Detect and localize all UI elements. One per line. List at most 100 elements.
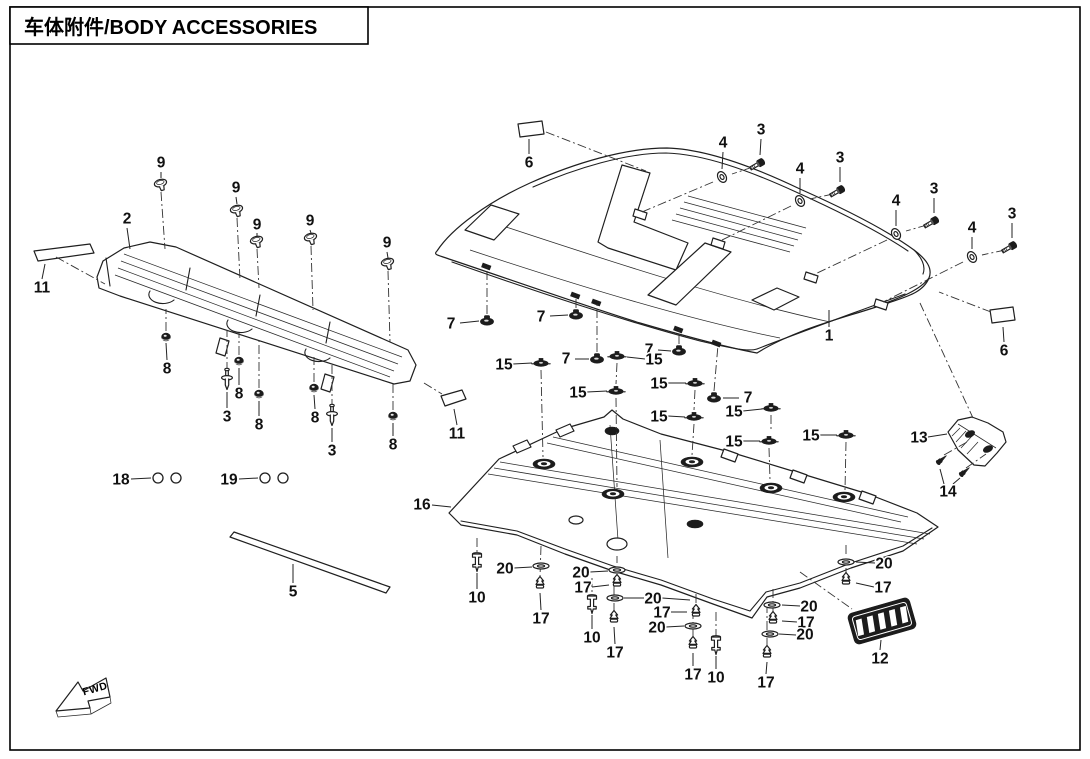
callout-ref-7: 7	[562, 351, 571, 368]
callout-ref-12: 12	[871, 651, 888, 668]
fastener-nut8	[309, 383, 319, 393]
callout-leader-line	[759, 138, 762, 156]
callout-ref-7: 7	[645, 342, 654, 359]
fastener-nut8	[234, 356, 244, 366]
cargo-rail-part-2	[96, 241, 417, 393]
callout-ref-11: 11	[34, 280, 51, 297]
leader-dashdot-line	[981, 249, 1006, 256]
callout-ref-20: 20	[644, 591, 661, 608]
fastener-washer20	[763, 601, 781, 609]
fastener-washer20	[761, 630, 779, 638]
roof-mount-tabs	[632, 208, 889, 311]
strip-part-11-right	[440, 389, 467, 407]
callout-ref-13: 13	[910, 430, 928, 447]
callout-ref-4: 4	[968, 220, 977, 237]
callout-ref-15: 15	[725, 434, 743, 451]
callout-leader-line	[513, 566, 533, 569]
callout-leader-line	[453, 408, 458, 426]
callout-ref-17: 17	[797, 615, 814, 632]
callout-leader-line	[781, 604, 801, 607]
callout-leader-line	[238, 477, 259, 480]
leader-dashdot-line	[55, 256, 106, 285]
callout-ref-3: 3	[223, 409, 232, 426]
callout-ref-9: 9	[157, 155, 166, 172]
callout-ref-6: 6	[1000, 343, 1009, 360]
callout-leader-line	[126, 227, 131, 250]
roof-chevron-opening-a	[597, 164, 689, 271]
callout-ref-15: 15	[495, 357, 513, 374]
leader-dashdot-line	[965, 453, 987, 469]
callout-ref-8: 8	[389, 437, 398, 454]
roof-slot-right	[751, 287, 800, 311]
callout-leader-line	[591, 584, 610, 588]
pad-part-6-right	[989, 306, 1016, 324]
callout-ref-3: 3	[328, 443, 337, 460]
callout-ref-10: 10	[583, 630, 600, 647]
leader-dashdot-line	[812, 239, 888, 276]
callout-leader-line	[665, 625, 685, 628]
callout-ref-20: 20	[875, 556, 892, 573]
leader-dashdot-line	[768, 447, 771, 481]
callout-leader-line	[512, 362, 533, 365]
callout-leader-line	[667, 415, 686, 418]
callout-leader-line	[41, 263, 46, 280]
callout-leader-line	[855, 582, 875, 588]
fastener-washer20	[837, 558, 855, 566]
page-border	[9, 6, 1081, 751]
leader-dashdot-line	[539, 545, 542, 578]
leader-dashdot-line	[799, 571, 853, 610]
fastener-nut8	[161, 332, 171, 342]
callout-ref-9: 9	[232, 180, 241, 197]
callout-leader-line	[309, 229, 312, 234]
callout-ref-15: 15	[725, 404, 743, 421]
callout-leader-line	[952, 477, 961, 485]
callout-ref-15: 15	[645, 352, 663, 369]
callout-ref-9: 9	[253, 217, 262, 234]
callout-leader-line	[927, 433, 948, 438]
fastener-nut8	[388, 411, 398, 421]
liner-clip-slots	[512, 423, 877, 505]
leader-dashdot-line	[540, 369, 544, 458]
vent-grille-part-12	[847, 597, 917, 645]
callout-ref-17: 17	[874, 580, 891, 597]
fastener-grommet	[832, 491, 856, 503]
rail-foot-tab	[215, 337, 230, 357]
liner-clip-mark	[604, 426, 620, 436]
callout-leader-line	[855, 561, 876, 564]
callout-ref-17: 17	[653, 605, 670, 622]
liner-clip-mark	[686, 519, 704, 529]
fastener-nut8	[254, 389, 264, 399]
leader-dashdot-line	[919, 302, 974, 419]
callout-ref-4: 4	[719, 135, 728, 152]
callout-ref-20: 20	[496, 561, 513, 578]
callout-ref-7: 7	[744, 390, 753, 407]
roof-liner-part-16	[448, 409, 939, 619]
title-box	[9, 6, 369, 45]
fastener-grommet	[759, 482, 783, 494]
bracket-part-13	[947, 416, 1007, 467]
callout-ref-8: 8	[235, 386, 244, 403]
leader-dashdot-line	[615, 362, 618, 385]
leader-dashdot-line	[943, 441, 968, 456]
callout-ref-17: 17	[606, 645, 623, 662]
leader-dashdot-line	[731, 166, 754, 175]
callout-leader-line	[235, 196, 238, 205]
callout-ref-17: 17	[684, 667, 701, 684]
callout-leader-line	[313, 394, 316, 410]
callout-ref-2: 2	[123, 211, 132, 228]
callout-leader-line	[879, 639, 882, 651]
leader-dashdot-line	[719, 205, 792, 242]
callout-leader-line	[165, 342, 168, 361]
callout-leader-line	[626, 356, 646, 360]
leader-dashdot-line	[641, 181, 714, 213]
leader-dashdot-line	[310, 245, 314, 311]
callout-leader-line	[1002, 326, 1005, 343]
trim-strip-part-5	[229, 531, 391, 594]
callout-ref-5: 5	[289, 584, 298, 601]
leader-dashdot-line	[809, 193, 834, 200]
leader-dashdot-line	[387, 270, 391, 343]
leader-dashdot-line	[713, 344, 719, 392]
roof-panel-part-1	[435, 147, 931, 354]
